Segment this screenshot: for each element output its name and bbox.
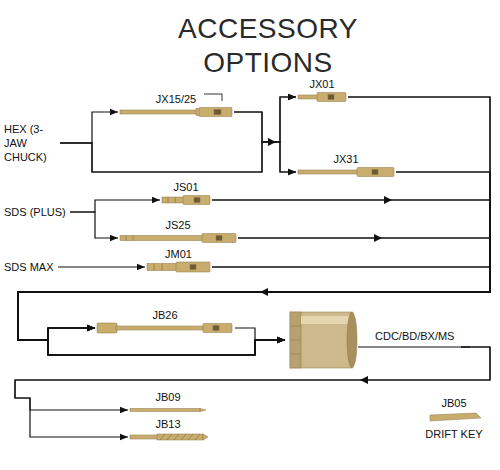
flow-connector: [60, 97, 296, 172]
flow-connector: [18, 172, 490, 340]
drift-key: [430, 413, 481, 421]
flow-connector: [18, 267, 490, 340]
accessory-part: JS01: [160, 181, 212, 206]
bracket-mark: [204, 94, 222, 101]
adaptor-body: [317, 93, 346, 102]
flow-connector: [18, 97, 490, 340]
flow-connector: [18, 97, 490, 355]
flow-connector: [58, 266, 145, 267]
part-number: CDC/BD/BX/MS: [375, 330, 454, 343]
part-number: JB09: [155, 391, 180, 404]
adaptor-body: [357, 168, 394, 177]
part-number: JB05: [441, 397, 466, 410]
part-number: JM01: [165, 248, 192, 261]
adaptor-body: [203, 324, 232, 333]
accessory-part: JX31: [296, 153, 396, 178]
flow-connector: [234, 97, 296, 142]
segment-gap: [290, 326, 301, 354]
part-number: JB26: [152, 309, 177, 322]
flow-connector: [18, 238, 490, 340]
core-end: [347, 312, 357, 368]
slot: [372, 170, 378, 175]
core-bit: CDC/BD/BX/MS: [285, 305, 461, 375]
input-type: HEX (3-JAW CHUCK): [4, 122, 60, 164]
flow-connector: [235, 328, 285, 340]
slot: [190, 265, 196, 270]
extension-rod: [116, 326, 204, 330]
sds-shank: [120, 236, 204, 241]
flow-line: [358, 346, 470, 347]
part-number: JX15/25: [156, 93, 196, 106]
slot: [214, 110, 221, 115]
slot: [213, 326, 219, 331]
accessory-part: JB13: [128, 418, 208, 443]
drill-shank: [130, 435, 158, 439]
socket-end: [97, 323, 117, 333]
flow-connector: [60, 142, 296, 172]
connector-group: [15, 97, 490, 437]
flow-connector: [18, 200, 490, 355]
shank-groove: [126, 236, 133, 241]
flow-connector: [18, 267, 490, 355]
sds-max-shank: [147, 264, 177, 271]
pilot-rod: [130, 409, 200, 412]
part-number: JB13: [155, 418, 180, 431]
flow-connector: [70, 200, 160, 212]
accessory-part: JX15/25: [118, 93, 234, 118]
shank-groove: [168, 197, 175, 203]
highlight: [301, 316, 352, 324]
adaptor-body: [183, 196, 210, 205]
accessory-part: JS25: [118, 219, 238, 244]
hex-shank: [120, 110, 198, 114]
input-type: SDS (PLUS): [4, 205, 66, 219]
part-caption: DRIFT KEY: [425, 428, 482, 441]
input-label: SDS (PLUS): [4, 205, 70, 219]
flow-connector: [18, 200, 490, 340]
hex-shank: [298, 170, 358, 174]
spiral: [160, 434, 200, 440]
slot: [194, 198, 200, 203]
adaptor-body: [176, 262, 210, 272]
flow-connector: [15, 347, 490, 410]
drill-flute: [157, 434, 203, 440]
input-label: HEX (3-JAW CHUCK): [4, 122, 60, 164]
diagram-title: ACCESSORY OPTIONS: [168, 12, 368, 80]
accessory-part: JB05DRIFT KEY: [420, 397, 488, 441]
flow-connector: [60, 112, 118, 143]
shank-groove: [154, 264, 162, 271]
drill-tip: [203, 434, 208, 440]
slot: [216, 236, 222, 241]
adaptor-body: [199, 108, 232, 117]
input-label: SDS MAX: [4, 260, 58, 274]
slot: [328, 95, 334, 100]
input-type: SDS MAX: [4, 260, 54, 274]
pilot-tip: [200, 409, 206, 412]
part-number: JS25: [165, 219, 190, 232]
adaptor-body: [202, 234, 236, 243]
core-barrel: [290, 312, 352, 368]
sds-shank: [162, 197, 184, 203]
core-segments: [290, 312, 301, 368]
accessory-part: JM01: [145, 248, 212, 273]
part-number: JX31: [333, 153, 358, 166]
part-number: JS01: [173, 181, 198, 194]
accessory-part: JX01: [296, 78, 348, 103]
flow-connector: [234, 112, 296, 172]
flow-connector: [15, 347, 490, 437]
flow-connector: [18, 172, 490, 355]
flow-connector: [70, 212, 118, 238]
accessory-part: JB26: [95, 309, 235, 334]
part-number: JX01: [309, 78, 334, 91]
flow-connector: [18, 238, 490, 355]
accessory-part: JB09: [128, 391, 208, 416]
hex-shank: [298, 95, 318, 99]
